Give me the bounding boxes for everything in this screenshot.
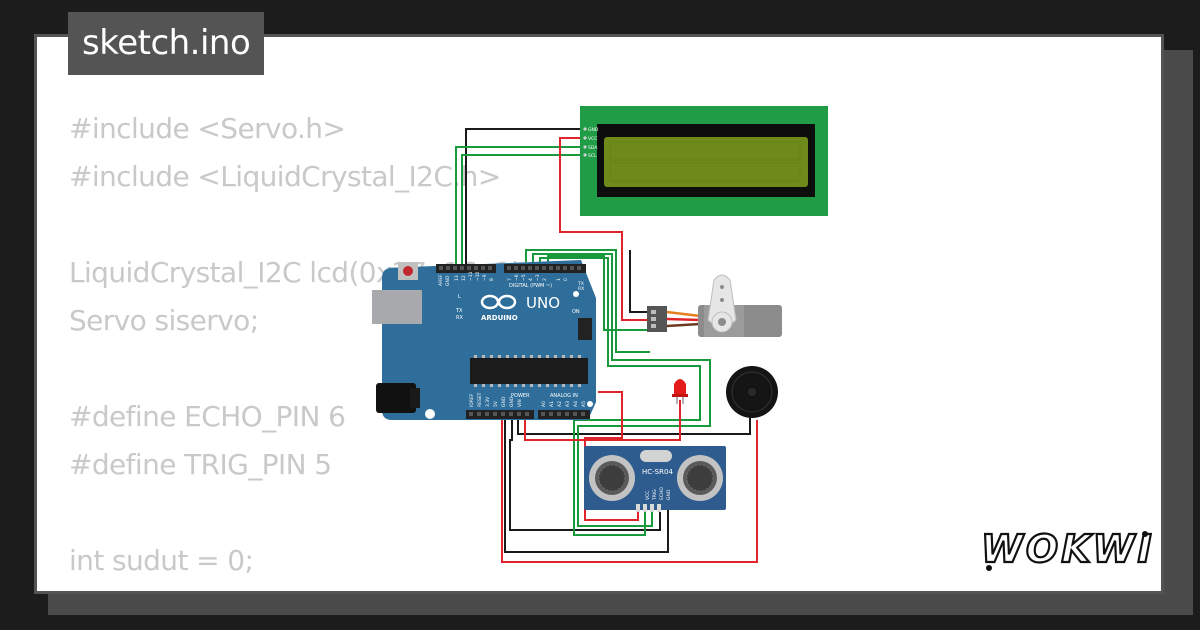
digital-pin-label: 0 (563, 278, 569, 281)
tx-label: TX (455, 308, 463, 314)
digital-pin-label: ~11 (468, 271, 474, 281)
code-line: #include <LiquidCrystal_I2C.h> (69, 160, 501, 193)
analog-pin-label: A5 (581, 401, 587, 407)
analog-pin-label: A3 (565, 401, 571, 407)
power-pin-label: GND (509, 396, 515, 407)
sensor-pin-label: ECHO (659, 487, 665, 500)
power-pin-label: GND (501, 396, 507, 407)
logo-dot-icon (1142, 531, 1148, 537)
analog-pin-label: A0 (541, 401, 547, 407)
usb-port (372, 290, 422, 324)
board-logo-text: UNO (526, 294, 560, 312)
power-jack (376, 383, 416, 413)
lcd-display[interactable]: GND VCC SDA SCL (580, 106, 828, 216)
power-pin-label: 3.3V (485, 396, 491, 407)
rx-label: RX (456, 315, 463, 321)
lcd-pin-label: SCL (588, 153, 597, 159)
digital-pin-label: 7 (507, 278, 513, 281)
code-line: Servo siservo; (69, 304, 259, 337)
servo-motor[interactable] (647, 274, 782, 337)
digital-pin-label: 2 (542, 278, 548, 281)
analog-header-label: ANALOG IN (550, 393, 578, 399)
atmega-chip (470, 358, 588, 384)
power-header-label: POWER (511, 393, 530, 399)
analog-pin-label: A2 (557, 401, 563, 407)
code-line: #include <Servo.h> (69, 112, 346, 145)
code-preview: #include <Servo.h> #include <LiquidCrysta… (69, 105, 531, 585)
code-line: #define ECHO_PIN 6 (69, 400, 346, 433)
power-pin-label: IOREF (469, 393, 475, 407)
digital-pin-label: 8 (489, 278, 495, 281)
digital-pin-label: 12 (461, 275, 467, 281)
sensor-model-label: HC-SR04 (642, 468, 673, 476)
red-led[interactable] (672, 379, 688, 404)
board-subtitle: ARDUINO (481, 314, 518, 322)
wires-red (497, 137, 758, 563)
analog-pin-label: A1 (549, 401, 555, 407)
digital-pin-label: ~10 (475, 271, 481, 281)
digital-pin-label: 1 (556, 278, 562, 281)
digital-pin-label: ~3 (535, 274, 541, 281)
tx-pin-label: TX (577, 281, 584, 287)
digital-header-label: DIGITAL (PWM ~) (509, 283, 552, 289)
wokwi-logo[interactable]: WOKWI (975, 520, 1155, 580)
piezo-buzzer[interactable] (726, 366, 778, 418)
code-line: #define TRIG_PIN 5 (69, 448, 332, 481)
analog-pin-label: A4 (573, 401, 579, 407)
sensor-pin-label: GND (666, 489, 672, 500)
power-pin-label: RESET (477, 392, 483, 407)
code-line: int sudut = 0; (69, 544, 254, 577)
lcd-pin-label: SDA (588, 145, 598, 151)
aref-pin-label: AREF (438, 274, 444, 286)
gnd-pin-label: GND (445, 275, 451, 286)
l-label: L (458, 294, 461, 300)
lcd-pin-label: GND (588, 127, 599, 133)
digital-pin-label: ~9 (482, 274, 488, 281)
digital-pin-label: ~5 (521, 274, 527, 281)
file-tab[interactable]: sketch.ino (68, 12, 265, 75)
lcd-pin-label: VCC (588, 136, 597, 142)
wires-green (455, 146, 711, 536)
digital-pin-label: 13 (454, 275, 460, 281)
digital-pin-label: ~6 (514, 274, 520, 281)
sensor-pin-label: VCC (645, 491, 651, 500)
brand-name: WOKWI (981, 527, 1155, 571)
arduino-uno-board[interactable]: UNO ARDUINO DIGITAL (PWM ~) ON L TX RX P… (372, 260, 596, 420)
sensor-pin-label: TRIG (652, 489, 658, 501)
power-pin-label: VIN (517, 399, 523, 407)
arduino-logo: UNO ARDUINO (480, 294, 560, 322)
on-label: ON (572, 309, 580, 315)
rx-pin-label: RX (578, 286, 584, 292)
ultrasonic-sensor[interactable]: HC-SR04 VCC TRIG ECHO GND (584, 446, 726, 512)
logo-dot-icon (986, 565, 992, 571)
digital-pin-label: 4 (528, 278, 534, 281)
power-pin-label: 5V (493, 400, 499, 407)
